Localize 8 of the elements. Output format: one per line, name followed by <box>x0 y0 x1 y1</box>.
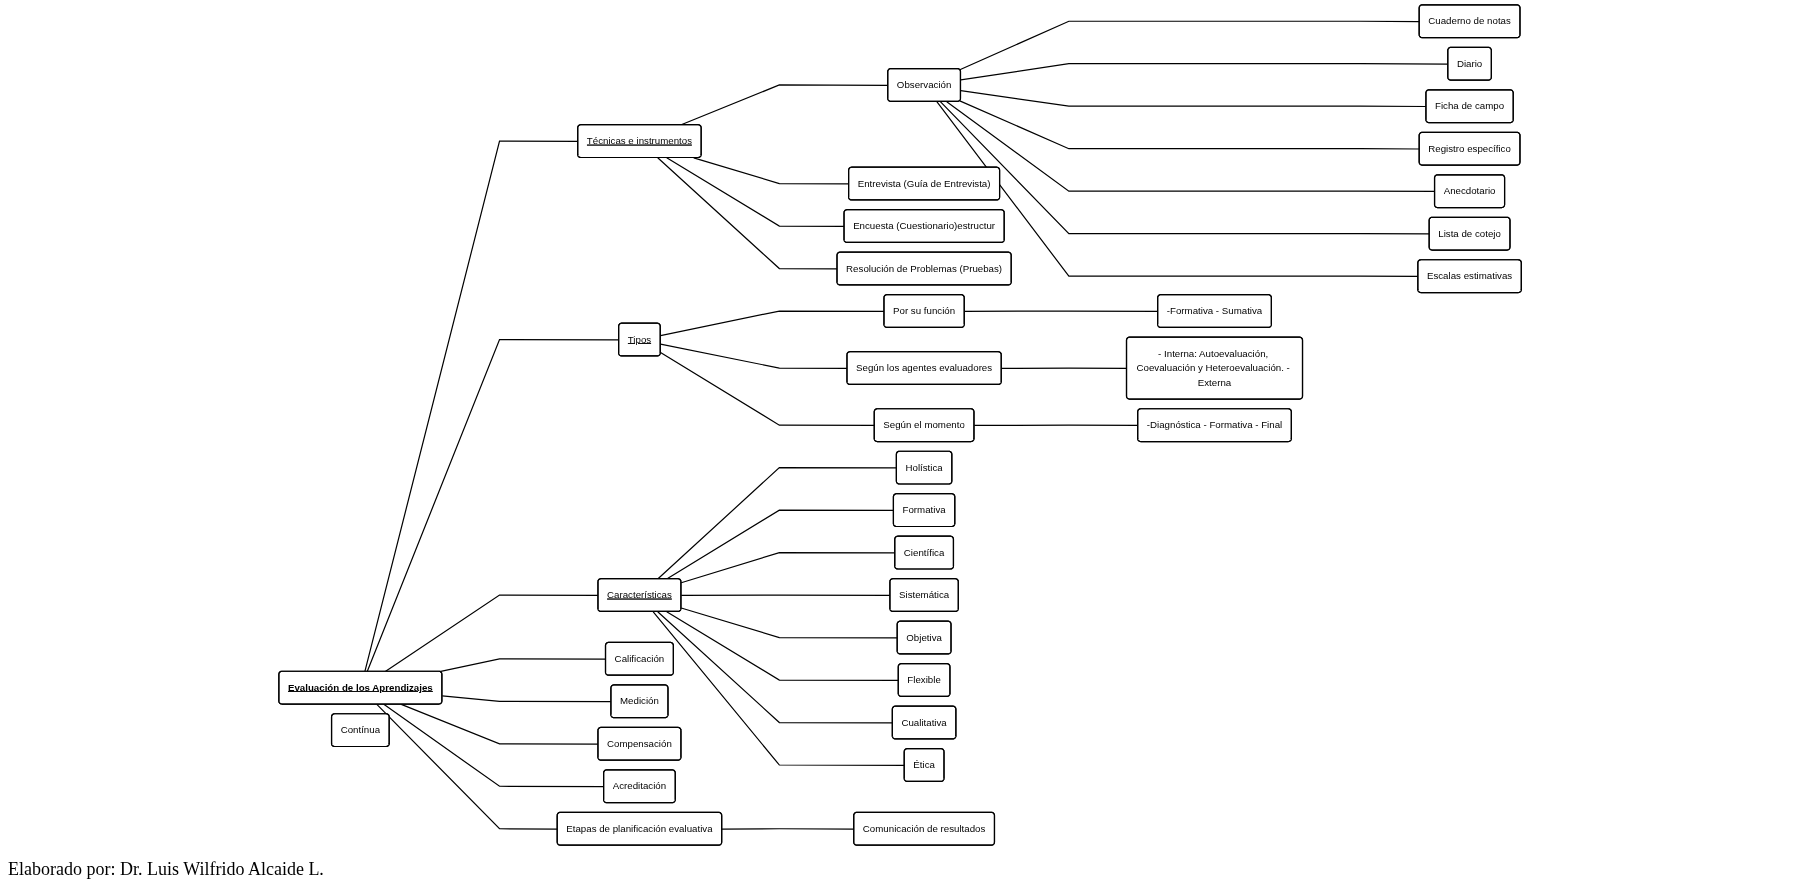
connector <box>936 101 1419 278</box>
connector <box>939 101 1430 235</box>
connector <box>959 100 1420 150</box>
connector <box>652 611 905 766</box>
connector <box>959 20 1420 71</box>
connector <box>376 703 558 830</box>
connector <box>680 607 898 639</box>
caption: Elaborado por: Dr. Luis Wilfrido Alcaide L. <box>8 859 324 880</box>
